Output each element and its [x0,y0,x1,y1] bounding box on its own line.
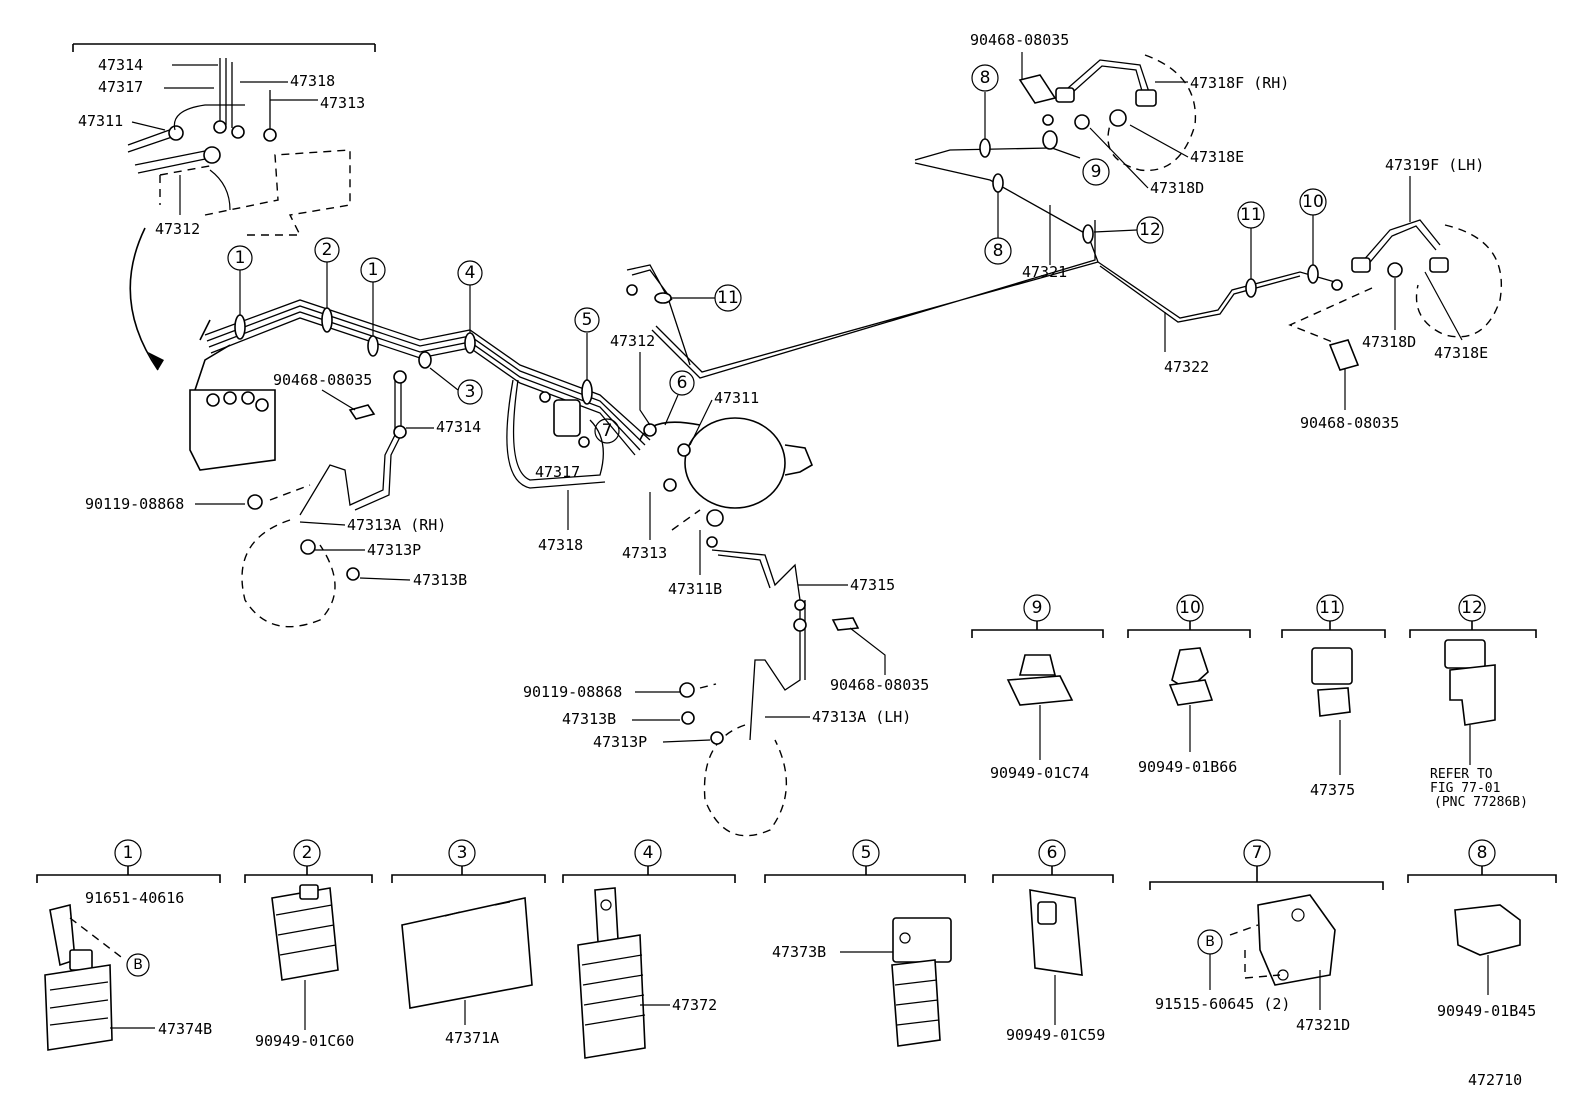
label-47313P-a: 47313P [367,541,421,559]
callout-3: 3 [465,382,476,402]
detail-box-11: 11 47375 [1281,594,1386,799]
part-91515-60645: 91515-60645 (2) [1155,995,1290,1013]
label-47318E-b: 47318E [1434,344,1488,362]
callout-1b: 1 [368,260,379,280]
label-47321: 47321 [1022,263,1067,281]
svg-text:11: 11 [1319,598,1341,618]
label-47318-mid: 47318 [538,536,583,554]
part-fig-77-01: FIG 77-01 [1430,781,1500,796]
label-47319F-lh: 47319F (LH) [1385,156,1484,174]
callout-1a: 1 [235,248,246,268]
main-tube-assembly [189,220,1099,837]
part-47371A: 47371A [445,1029,499,1047]
callout-9: 9 [1091,162,1102,182]
svg-text:8: 8 [1477,843,1488,863]
part-47375: 47375 [1310,781,1355,799]
part-47374B: 47374B [158,1020,212,1038]
svg-text:B: B [133,957,143,973]
label-90468-c: 90468-08035 [970,31,1069,49]
label-47313B-b: 47313B [562,710,616,728]
callout-4: 4 [465,263,476,283]
callout-10: 10 [1302,192,1324,212]
label-47313A-rh: 47313A (RH) [347,516,446,534]
callout-2: 2 [322,240,333,260]
label-90119-b: 90119-08868 [523,683,622,701]
detail-box-4: 4 47372 [562,839,736,1059]
detail-box-3: 3 47371A [391,839,546,1047]
label-47311-mid: 47311 [714,389,759,407]
main-callouts: 1 2 1 4 3 5 6 7 11 [227,237,742,444]
detail-box-5: 5 47373B [764,839,966,1047]
label-47313P-b: 47313P [593,733,647,751]
detail-box-2: 2 90949-01C60 [244,839,373,1050]
label-47318F-rh: 47318F (RH) [1190,74,1289,92]
detail-box-8: 8 90949-01B45 [1407,839,1557,1020]
label-90468-b: 90468-08035 [830,676,929,694]
callout-11b: 11 [1240,205,1262,225]
label-47318-top: 47318 [290,72,335,90]
rear-callouts: 8 8 9 12 11 10 [971,64,1327,265]
part-47372: 47372 [672,996,717,1014]
part-47373B: 47373B [772,943,826,961]
label-90119-a: 90119-08868 [85,495,184,513]
label-47313A-lh: 47313A (LH) [812,708,911,726]
inset-master-cylinder [72,43,376,371]
callout-7: 7 [602,421,613,441]
svg-text:10: 10 [1179,598,1201,618]
label-47313B-a: 47313B [413,571,467,589]
detail-box-10: 10 90949-01B66 [1127,594,1251,776]
detail-box-12: 12 REFER TO FIG 77-01 (PNC 77286B) [1409,594,1537,810]
detail-box-6: 6 90949-01C59 [992,839,1114,1044]
svg-text:B: B [1205,934,1215,950]
label-90468-a: 90468-08035 [273,371,372,389]
callout-11a: 11 [717,288,739,308]
figure-code: 472710 [1468,1071,1522,1089]
label-47311B: 47311B [668,580,722,598]
part-90949-01C60: 90949-01C60 [255,1032,354,1050]
label-47318D-b: 47318D [1362,333,1416,351]
part-refer-to: REFER TO [1430,767,1493,782]
detail-box-1: 1 B 91651-40616 47374B [36,839,221,1051]
label-47318E-a: 47318E [1190,148,1244,166]
part-90949-01B45: 90949-01B45 [1437,1002,1536,1020]
detail-box-9: 9 90949-01C74 [971,594,1104,782]
callout-12: 12 [1139,220,1161,240]
label-47322: 47322 [1164,358,1209,376]
svg-text:7: 7 [1252,843,1263,863]
rear-tube-assembly [914,54,1502,371]
svg-text:5: 5 [861,843,872,863]
part-pnc-77286b: (PNC 77286B) [1434,795,1528,810]
detail-box-7: 7 B 91515-60645 (2) 47321D [1149,839,1384,1034]
svg-text:1: 1 [123,843,134,863]
label-47311-top: 47311 [78,112,123,130]
label-47315: 47315 [850,576,895,594]
label-47318D-a: 47318D [1150,179,1204,197]
label-47317-top: 47317 [98,78,143,96]
label-47312-top: 47312 [155,220,200,238]
part-90949-01C74: 90949-01C74 [990,764,1089,782]
svg-text:6: 6 [1047,843,1058,863]
label-47314-top: 47314 [98,56,143,74]
callout-6: 6 [677,373,688,393]
label-90468-d: 90468-08035 [1300,414,1399,432]
callout-8a: 8 [980,68,991,88]
label-47317-mid: 47317 [535,463,580,481]
svg-text:3: 3 [457,843,468,863]
label-47313-top: 47313 [320,94,365,112]
part-90949-01B66: 90949-01B66 [1138,758,1237,776]
svg-text:9: 9 [1032,598,1043,618]
svg-text:12: 12 [1461,598,1483,618]
part-91651-40616: 91651-40616 [85,889,184,907]
label-47312-mid: 47312 [610,332,655,350]
callout-8b: 8 [993,241,1004,261]
label-47314-mid: 47314 [436,418,481,436]
svg-text:4: 4 [643,843,654,863]
part-47321D: 47321D [1296,1016,1350,1034]
part-90949-01C59: 90949-01C59 [1006,1026,1105,1044]
callout-5: 5 [582,310,593,330]
label-47313-mid: 47313 [622,544,667,562]
svg-text:2: 2 [302,843,313,863]
